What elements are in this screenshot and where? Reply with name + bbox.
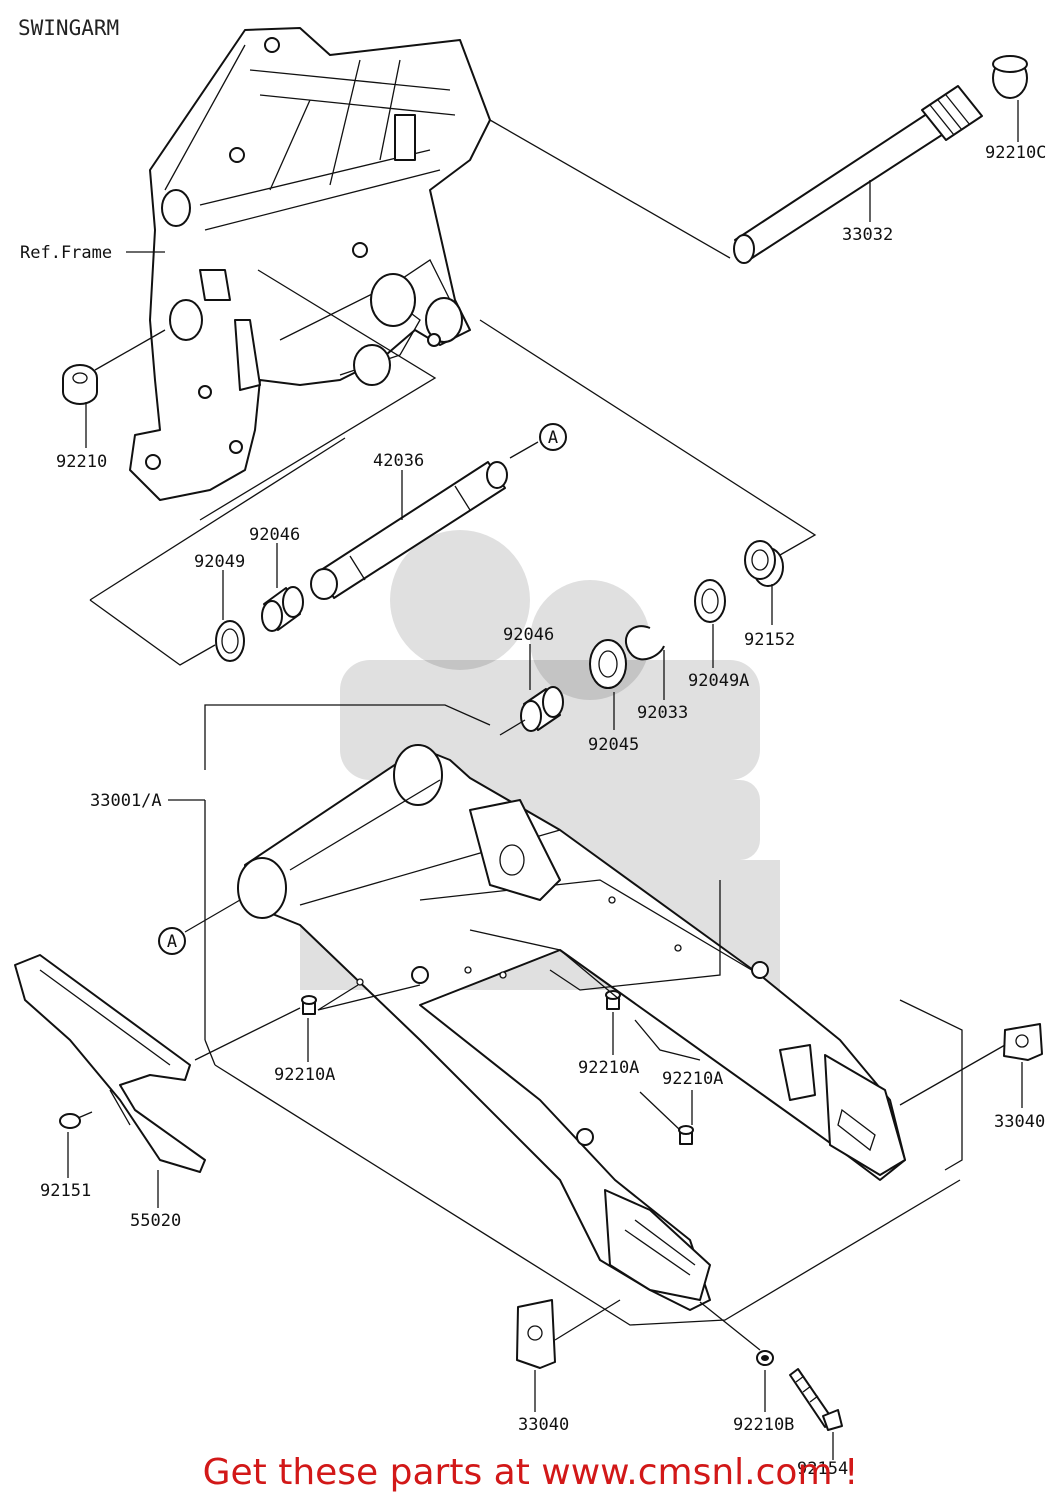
leader-lines — [67, 100, 1023, 1460]
frame — [129, 27, 491, 501]
label-92033: 92033 — [637, 703, 688, 723]
label-33040-right: 33040 — [994, 1112, 1045, 1132]
plate-33040-right — [1003, 1023, 1043, 1061]
callout-a-bottom-label: A — [167, 932, 177, 952]
circlip-92033 — [625, 625, 665, 661]
label-92152: 92152 — [744, 630, 795, 650]
nut-92210C — [992, 55, 1028, 99]
footer-link-banner[interactable]: Get these parts at www.cmsnl.com ! — [202, 1452, 859, 1493]
bearing-92046-left — [261, 586, 304, 632]
label-ref-frame: Ref.Frame — [20, 243, 112, 263]
callout-a-top-label: A — [548, 428, 558, 448]
label-92210C: 92210C — [985, 143, 1046, 163]
label-92049: 92049 — [194, 552, 245, 572]
label-92210: 92210 — [56, 452, 107, 472]
label-92154: 92154 — [797, 1459, 848, 1479]
bearing-92046-center — [520, 686, 564, 732]
nut-92210 — [62, 364, 98, 405]
label-92046-left: 92046 — [249, 525, 300, 545]
label-33001A: 33001/A — [90, 791, 162, 811]
screw-92151 — [59, 1111, 93, 1129]
label-92151: 92151 — [40, 1181, 91, 1201]
bolt-92154 — [789, 1368, 843, 1431]
nut-92210B — [756, 1350, 774, 1366]
label-55020: 55020 — [130, 1211, 181, 1231]
label-92049A: 92049A — [688, 671, 749, 691]
seal-92049A — [694, 579, 726, 623]
seal-92049 — [215, 620, 245, 662]
bolt-92210A-right — [678, 1125, 694, 1145]
page-title: SWINGARM — [18, 16, 120, 40]
label-92210A-right: 92210A — [662, 1069, 723, 1089]
pivot-shaft-33032 — [733, 85, 983, 264]
callout-a-top: A — [539, 423, 567, 451]
label-92210B: 92210B — [733, 1415, 794, 1435]
callout-a-bottom: A — [158, 927, 186, 955]
label-92210A-left: 92210A — [274, 1065, 335, 1085]
bearing-92045 — [589, 639, 627, 689]
label-42036: 42036 — [373, 451, 424, 471]
chain-guard-55020 — [14, 954, 206, 1173]
label-92210A-center: 92210A — [578, 1058, 639, 1078]
sleeve-42036 — [310, 461, 508, 600]
collar-92152 — [744, 540, 784, 587]
label-92045: 92045 — [588, 735, 639, 755]
swingarm-33001 — [237, 744, 906, 1311]
label-92046-center: 92046 — [503, 625, 554, 645]
label-33032: 33032 — [842, 225, 893, 245]
label-33040-bottom: 33040 — [518, 1415, 569, 1435]
plate-33040-bottom — [516, 1299, 556, 1369]
bolt-92210A-left — [301, 995, 317, 1015]
